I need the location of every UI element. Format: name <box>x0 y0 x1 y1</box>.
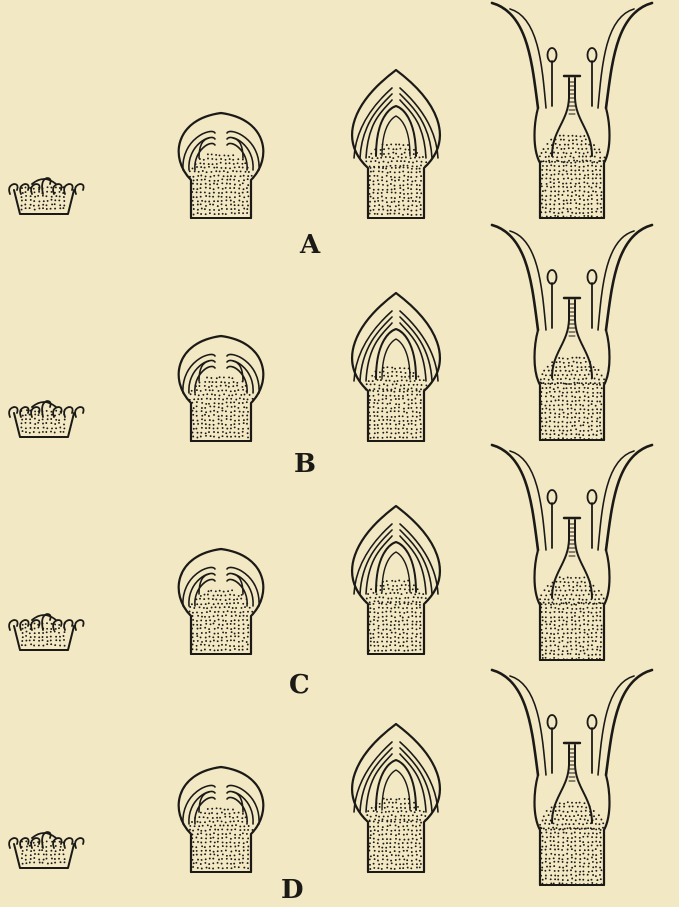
row-c-stage-3-figure <box>352 506 440 654</box>
row-b-stage-4-figure <box>492 225 652 440</box>
row-c-stage-4-figure <box>492 445 652 660</box>
row-a-stage-1-figure <box>9 178 83 214</box>
row-label-c: C <box>289 670 310 700</box>
row-b-stage-3-figure <box>352 293 440 441</box>
row-b-stage-2-figure <box>179 336 264 441</box>
row-label-d: D <box>281 875 304 905</box>
row-c-stage-2-figure <box>179 549 264 654</box>
row-d-stage-3-figure <box>352 724 440 872</box>
row-a-stage-3-figure <box>352 70 440 218</box>
row-d-stage-1-figure <box>9 832 83 868</box>
row-a-stage-4-figure <box>492 3 652 218</box>
row-d-stage-4-figure <box>492 670 652 885</box>
row-d-stage-2-figure <box>179 767 264 872</box>
row-label-a: A <box>299 230 321 260</box>
row-c-stage-1-figure <box>9 614 83 650</box>
figure-group <box>9 3 652 885</box>
row-labels: A B C D <box>281 230 321 905</box>
row-label-b: B <box>294 449 316 479</box>
row-a-stage-2-figure <box>179 113 264 218</box>
row-b-stage-1-figure <box>9 401 83 437</box>
